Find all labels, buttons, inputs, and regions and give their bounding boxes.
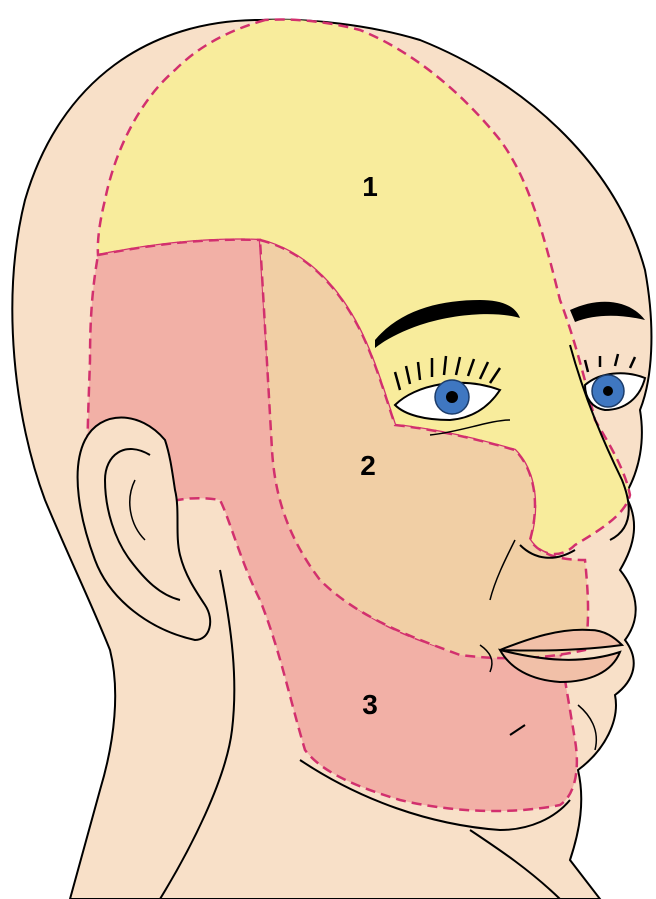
zone-2-label: 2: [360, 450, 376, 481]
zone-1-label: 1: [362, 171, 378, 202]
pupil-right: [603, 386, 613, 396]
pupil-left: [446, 391, 458, 403]
zone-3-label: 3: [362, 689, 378, 720]
